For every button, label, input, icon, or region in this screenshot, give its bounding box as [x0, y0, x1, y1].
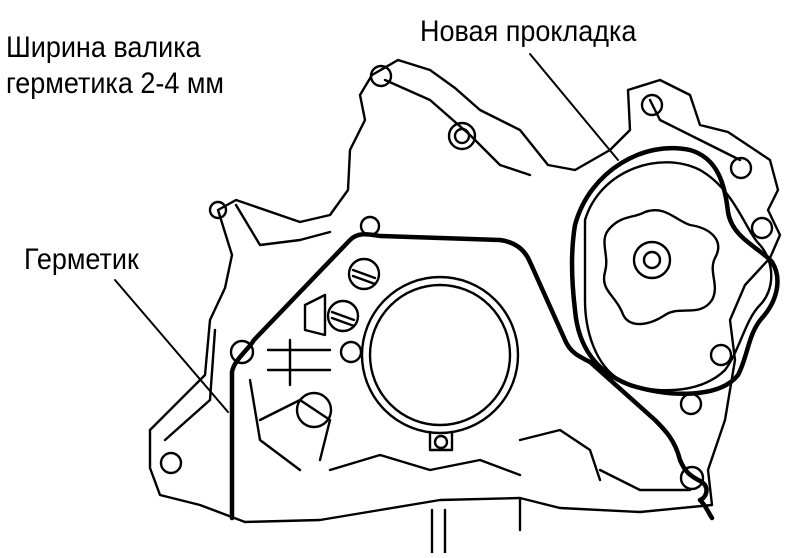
seal-bore-inner	[368, 283, 512, 427]
sealant-label: Герметик	[24, 243, 139, 276]
new-gasket-label: Новая прокладка	[420, 15, 637, 48]
bolt-hole	[159, 451, 183, 475]
screw-slot	[330, 310, 356, 328]
housing-inner-line	[383, 78, 532, 177]
bead-width-label-line1: Ширина валика	[6, 31, 201, 64]
bore-tab-hole	[433, 434, 449, 450]
housing-inner-line	[518, 428, 602, 482]
oil-passage	[266, 338, 332, 387]
rotor-hub	[632, 240, 672, 280]
housing-inner-line	[328, 453, 522, 477]
relief-valve	[303, 293, 327, 337]
leader-line-sealant	[114, 279, 229, 413]
bolt-hole	[369, 64, 393, 88]
bore-tab	[428, 430, 454, 452]
bolt-hole	[453, 127, 471, 145]
housing-outline	[148, 58, 782, 524]
bolt-hole	[447, 121, 477, 151]
housing-inner-line	[248, 378, 302, 472]
seal-bore-outer	[360, 275, 520, 435]
bead-width-label-line2: герметика 2-4 мм	[6, 67, 224, 100]
housing-inner-line	[163, 328, 217, 442]
screw-head	[347, 257, 381, 291]
screw-head	[326, 299, 360, 333]
rotor-hub-inner	[642, 250, 662, 270]
bolt-hole	[679, 465, 705, 491]
housing-inner-line	[648, 98, 742, 162]
leader-line-gasket	[529, 53, 619, 161]
bolt-hole	[679, 392, 703, 416]
bolt-hole	[729, 156, 753, 180]
sealant-bead	[229, 232, 715, 521]
bolt-hole	[229, 339, 255, 365]
screw-slot	[351, 268, 377, 286]
bolt-hole	[750, 216, 774, 240]
housing-inner-line	[234, 203, 332, 247]
plug	[295, 391, 333, 429]
bead-width-label: Ширина валика герметика 2-4 мм	[6, 30, 224, 102]
plug	[339, 340, 363, 364]
bolt-hole	[709, 343, 733, 367]
gasket-loop	[569, 145, 780, 397]
bolt-hole	[208, 200, 228, 220]
strainer-pipe	[430, 508, 447, 555]
housing-inner-line	[598, 468, 692, 492]
pump-rotor	[602, 209, 720, 326]
bolt-hole	[640, 93, 664, 117]
housing-inner-line	[258, 398, 332, 462]
